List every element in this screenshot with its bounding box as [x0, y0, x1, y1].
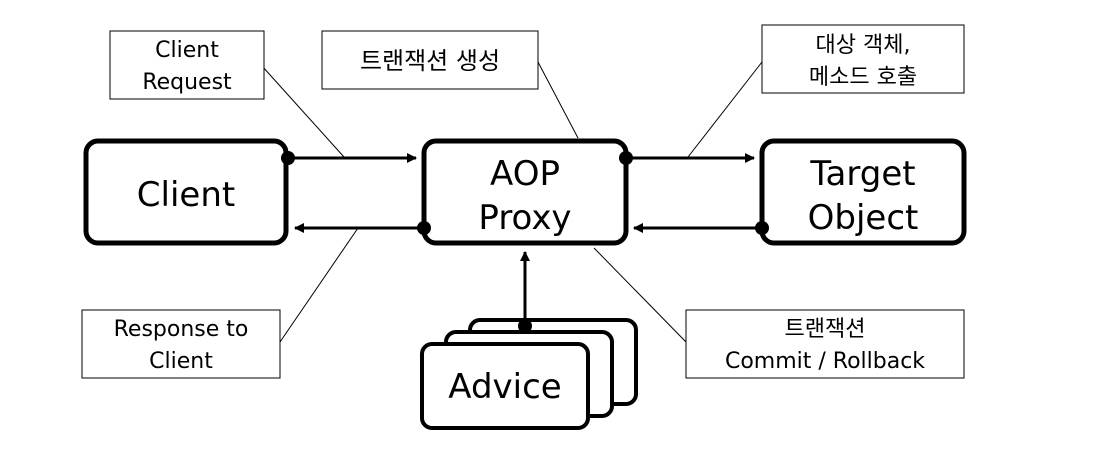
dot-target-return: [755, 221, 769, 235]
aop-proxy-box: [421, 138, 629, 246]
dot-proxy-return: [417, 221, 431, 235]
leader-transaction-commit: [593, 247, 687, 343]
note-invoke-target-line2: 메소드 호출: [809, 65, 917, 90]
note-response-to-client-line1: Response to: [114, 317, 249, 342]
note-invoke-target-box: [761, 24, 965, 94]
target-object-label-line2: Object: [808, 198, 919, 238]
leader-invoke-target: [687, 61, 763, 158]
target-object-label-line1: Target: [809, 154, 915, 194]
note-transaction-commit-line2: Commit / Rollback: [725, 349, 925, 374]
leader-create-transaction: [537, 61, 579, 139]
note-create-transaction-line1: 트랜잭션 생성: [360, 47, 500, 75]
arrows: [288, 153, 762, 326]
note-invoke-target: 대상 객체, 메소드 호출: [761, 24, 965, 94]
target-object-box: [759, 138, 967, 246]
client-node: Client: [83, 138, 289, 246]
leader-lines: [261, 61, 763, 343]
note-transaction-commit: 트랜잭션 Commit / Rollback: [685, 309, 965, 379]
aop-proxy-label-line2: Proxy: [478, 198, 571, 238]
note-create-transaction-box: [321, 30, 539, 90]
dot-advice-out: [518, 319, 532, 333]
note-transaction-commit-line1: 트랜잭션: [785, 317, 866, 342]
note-invoke-target-line1: 대상 객체,: [816, 33, 911, 58]
note-client-request-line2: Request: [142, 70, 232, 95]
advice-box: [420, 342, 590, 430]
note-client-request-box: [109, 30, 265, 100]
note-response-to-client-line2: Client: [149, 349, 213, 374]
note-response-to-client: Response to Client: [81, 309, 281, 379]
client-box: [83, 138, 289, 246]
dot-proxy-out: [619, 151, 633, 165]
target-object-node: Target Object: [759, 138, 967, 246]
note-response-to-client-box: [81, 309, 281, 379]
aop-proxy-node: AOP Proxy: [421, 138, 629, 246]
note-client-request-line1: Client: [155, 38, 219, 63]
note-client-request: Client Request: [109, 30, 265, 100]
client-label: Client: [137, 175, 235, 215]
advice-stack: Advice: [420, 318, 638, 430]
advice-label: Advice: [448, 367, 561, 407]
note-transaction-commit-box: [685, 309, 965, 379]
connector-dots: [281, 151, 769, 333]
dot-client-out: [281, 151, 295, 165]
aop-proxy-label-line1: AOP: [490, 154, 560, 194]
leader-client-request: [261, 65, 345, 158]
note-create-transaction: 트랜잭션 생성: [321, 30, 539, 90]
leader-response-to-client: [279, 227, 359, 343]
